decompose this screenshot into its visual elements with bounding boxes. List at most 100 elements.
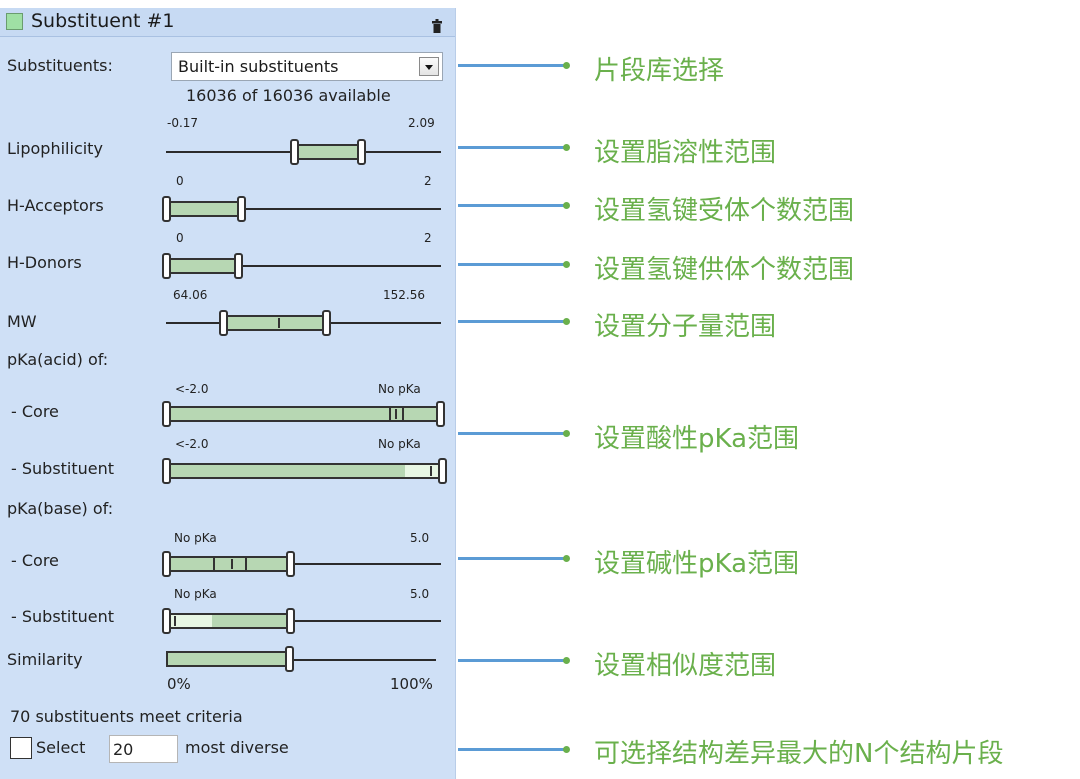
slider-handle-max[interactable] (286, 608, 295, 634)
median-tick (174, 616, 176, 626)
annotation-text: 设置氢键受体个数范围 (594, 196, 855, 226)
h-acceptors-min: 0 (176, 174, 184, 188)
select-label: Select (36, 738, 86, 757)
select-diverse-checkbox[interactable] (10, 737, 32, 759)
slider-track[interactable] (166, 265, 441, 267)
h-acceptors-max: 2 (424, 174, 432, 188)
pka-base-substituent-min: No pKa (174, 587, 217, 601)
substituent-panel (0, 8, 456, 779)
h-donors-max: 2 (424, 231, 432, 245)
annotation-text: 设置碱性pKa范围 (594, 549, 800, 579)
slider-handle-max[interactable] (322, 310, 331, 336)
pka-base-core-min: No pKa (174, 531, 217, 545)
slider-handle-min[interactable] (162, 458, 171, 484)
connector-dot (563, 261, 570, 268)
slider-handle-max[interactable] (285, 646, 294, 672)
distribution-zone (405, 465, 439, 477)
slider-handle-min[interactable] (162, 196, 171, 222)
pka-base-substituent-label: - Substituent (11, 607, 115, 626)
distribution-box (213, 556, 247, 572)
slider-handle-max[interactable] (234, 253, 243, 279)
slider-handle-max[interactable] (357, 139, 366, 165)
pka-acid-substituent-max: No pKa (378, 437, 421, 451)
connector-line (458, 432, 566, 435)
panel-title: Substituent #1 (31, 10, 175, 32)
h-donors-label: H-Donors (7, 253, 82, 272)
connector-dot (563, 555, 570, 562)
pka-acid-substituent-label: - Substituent (11, 459, 115, 478)
connector-line (458, 204, 566, 207)
annotation-text: 设置相似度范围 (594, 651, 777, 681)
distribution-zone (171, 615, 212, 627)
trash-icon[interactable] (432, 19, 442, 33)
slider-handle-max[interactable] (237, 196, 246, 222)
median-tick (395, 409, 397, 419)
slider-track[interactable] (166, 563, 441, 565)
slider-handle-min[interactable] (219, 310, 228, 336)
slider-handle-max[interactable] (436, 401, 445, 427)
connector-line (458, 659, 566, 662)
connector-dot (563, 144, 570, 151)
pka-base-core-max: 5.0 (410, 531, 430, 545)
pka-acid-core-min: <-2.0 (175, 382, 209, 396)
annotation-text: 片段库选择 (594, 56, 725, 86)
connector-dot (563, 318, 570, 325)
connector-line (458, 64, 566, 67)
connector-dot (563, 430, 570, 437)
slider-track[interactable] (166, 620, 441, 622)
h-acceptors-label: H-Acceptors (7, 196, 104, 215)
slider-handle-min[interactable] (290, 139, 299, 165)
similarity-label: Similarity (7, 650, 83, 669)
slider-handle-max[interactable] (438, 458, 447, 484)
slider-range[interactable] (167, 463, 441, 479)
lipophilicity-min: -0.17 (167, 116, 199, 130)
median-tick (231, 559, 233, 569)
panel-header: Substituent #1 (0, 8, 455, 37)
slider-range[interactable] (167, 201, 241, 217)
substituents-dropdown[interactable]: Built-in substituents (171, 52, 443, 81)
chevron-down-icon[interactable] (419, 57, 439, 76)
mw-label: MW (7, 312, 37, 331)
pka-base-core-label: - Core (11, 551, 59, 570)
similarity-min: 0% (167, 675, 191, 693)
annotation-text: 设置脂溶性范围 (594, 138, 777, 168)
slider-track[interactable] (166, 659, 436, 661)
substituents-selected-value: Built-in substituents (178, 57, 339, 76)
annotation-text: 可选择结构差异最大的N个结构片段 (594, 739, 1004, 769)
slider-range[interactable] (166, 651, 289, 667)
distribution-box (389, 406, 404, 422)
most-diverse-label: most diverse (185, 738, 289, 757)
connector-line (458, 146, 566, 149)
lipophilicity-max: 2.09 (408, 116, 435, 130)
connector-line (458, 748, 566, 751)
slider-range[interactable] (226, 315, 326, 331)
slider-track[interactable] (166, 208, 441, 210)
slider-range[interactable] (167, 258, 237, 274)
substituents-label: Substituents: (7, 56, 113, 75)
criteria-count: 70 substituents meet criteria (10, 707, 243, 726)
mw-max: 152.56 (383, 288, 425, 302)
connector-line (458, 320, 566, 323)
connector-dot (563, 657, 570, 664)
connector-dot (563, 746, 570, 753)
pka-acid-core-label: - Core (11, 402, 59, 421)
slider-handle-min[interactable] (162, 253, 171, 279)
slider-range[interactable] (297, 144, 361, 160)
connector-dot (563, 62, 570, 69)
slider-handle-min[interactable] (162, 551, 171, 577)
connector-line (458, 557, 566, 560)
slider-handle-min[interactable] (162, 401, 171, 427)
diverse-count-input[interactable] (109, 735, 178, 763)
annotation-text: 设置氢键供体个数范围 (594, 255, 855, 285)
lipophilicity-label: Lipophilicity (7, 139, 103, 158)
connector-dot (563, 202, 570, 209)
similarity-max: 100% (390, 675, 433, 693)
mw-min: 64.06 (173, 288, 208, 302)
pka-acid-substituent-min: <-2.0 (175, 437, 209, 451)
color-swatch[interactable] (6, 13, 23, 30)
median-tick (278, 318, 280, 328)
slider-handle-max[interactable] (286, 551, 295, 577)
slider-handle-min[interactable] (162, 608, 171, 634)
h-donors-min: 0 (176, 231, 184, 245)
pka-base-header: pKa(base) of: (7, 499, 114, 518)
